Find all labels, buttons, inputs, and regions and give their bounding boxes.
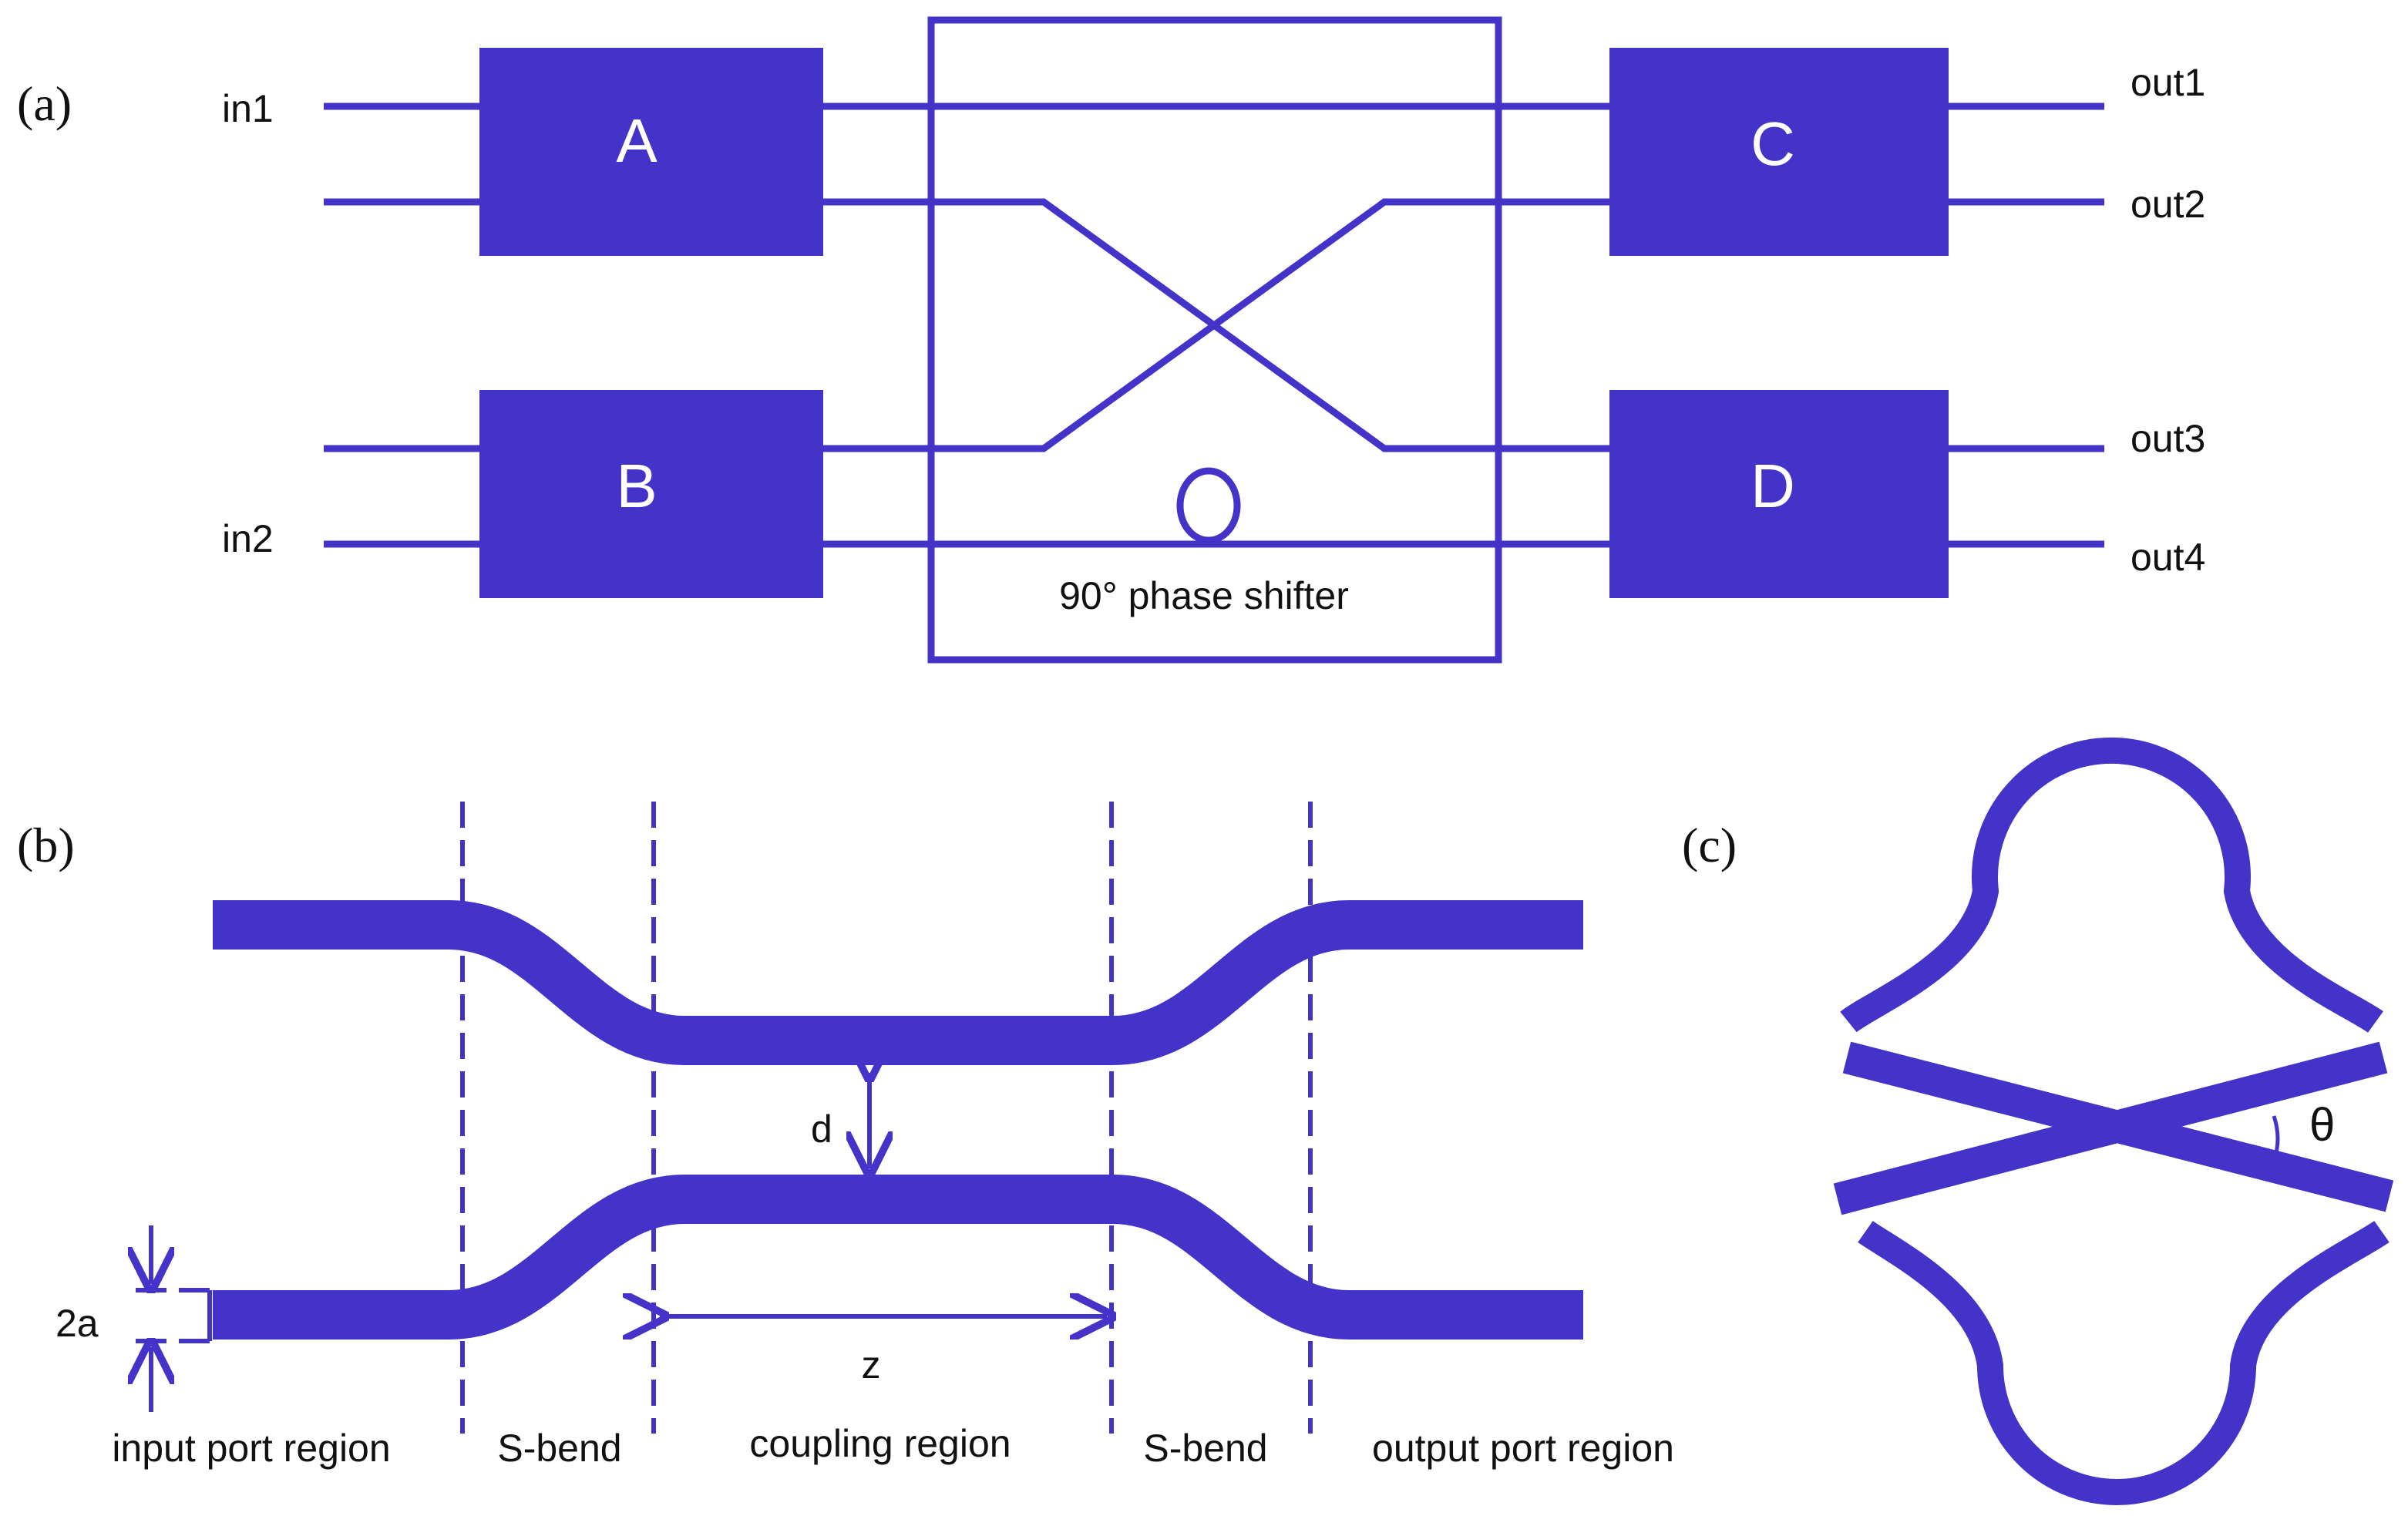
- block-b: B: [479, 390, 823, 598]
- panel-b: (b) d z 2a input port regi: [17, 802, 1674, 1470]
- gap-label: d: [811, 1108, 832, 1151]
- width-indicator: [136, 1225, 212, 1412]
- phase-shifter-loop-icon: [1176, 467, 1241, 544]
- region-label-input-port: input port region: [112, 1427, 390, 1470]
- panel-a-output-lines: [1947, 103, 2104, 548]
- panel-c: (c) θ: [1682, 737, 2394, 1505]
- input-label-in1: in1: [222, 87, 274, 130]
- block-a-label: A: [616, 106, 657, 175]
- lower-waveguide: [213, 1175, 1583, 1340]
- panel-b-label: (b): [17, 818, 75, 872]
- block-c: C: [1609, 48, 1949, 256]
- upper-arc-waveguide: [1840, 737, 2383, 1034]
- block-d: D: [1609, 390, 1949, 598]
- region-label-s-bend-left: S-bend: [497, 1427, 621, 1470]
- block-c-label: C: [1751, 109, 1795, 178]
- output-label-out3: out3: [2131, 417, 2205, 460]
- crossover-box: [927, 16, 1502, 664]
- panel-c-label: (c): [1682, 818, 1737, 872]
- length-label: z: [862, 1343, 881, 1387]
- region-dividers: [460, 802, 1313, 1434]
- region-label-output-port: output port region: [1372, 1427, 1674, 1470]
- output-label-out2: out2: [2131, 183, 2205, 226]
- panel-a-input-lines: [324, 103, 481, 548]
- output-label-out1: out1: [2131, 61, 2205, 104]
- block-a: A: [479, 48, 823, 256]
- upper-waveguide: [213, 900, 1583, 1065]
- block-b-label: B: [616, 452, 657, 520]
- output-label-out4: out4: [2131, 536, 2205, 579]
- input-label-in2: in2: [222, 517, 274, 560]
- panel-a-label: (a): [17, 76, 72, 131]
- phase-shifter-label: 90° phase shifter: [1059, 574, 1349, 617]
- crossing-waveguide-2: [1833, 1041, 2388, 1215]
- lower-arc-waveguide: [1858, 1220, 2390, 1505]
- block-d-label: D: [1751, 452, 1795, 520]
- region-label-coupling: coupling region: [749, 1422, 1011, 1465]
- angle-arc-icon: [2272, 1115, 2280, 1161]
- angle-label: θ: [2309, 1099, 2335, 1151]
- region-label-s-bend-right: S-bend: [1143, 1427, 1267, 1470]
- panel-a-crossover-lines: [822, 103, 1611, 548]
- panel-a: (a) A: [17, 16, 2205, 664]
- width-label: 2a: [55, 1302, 99, 1345]
